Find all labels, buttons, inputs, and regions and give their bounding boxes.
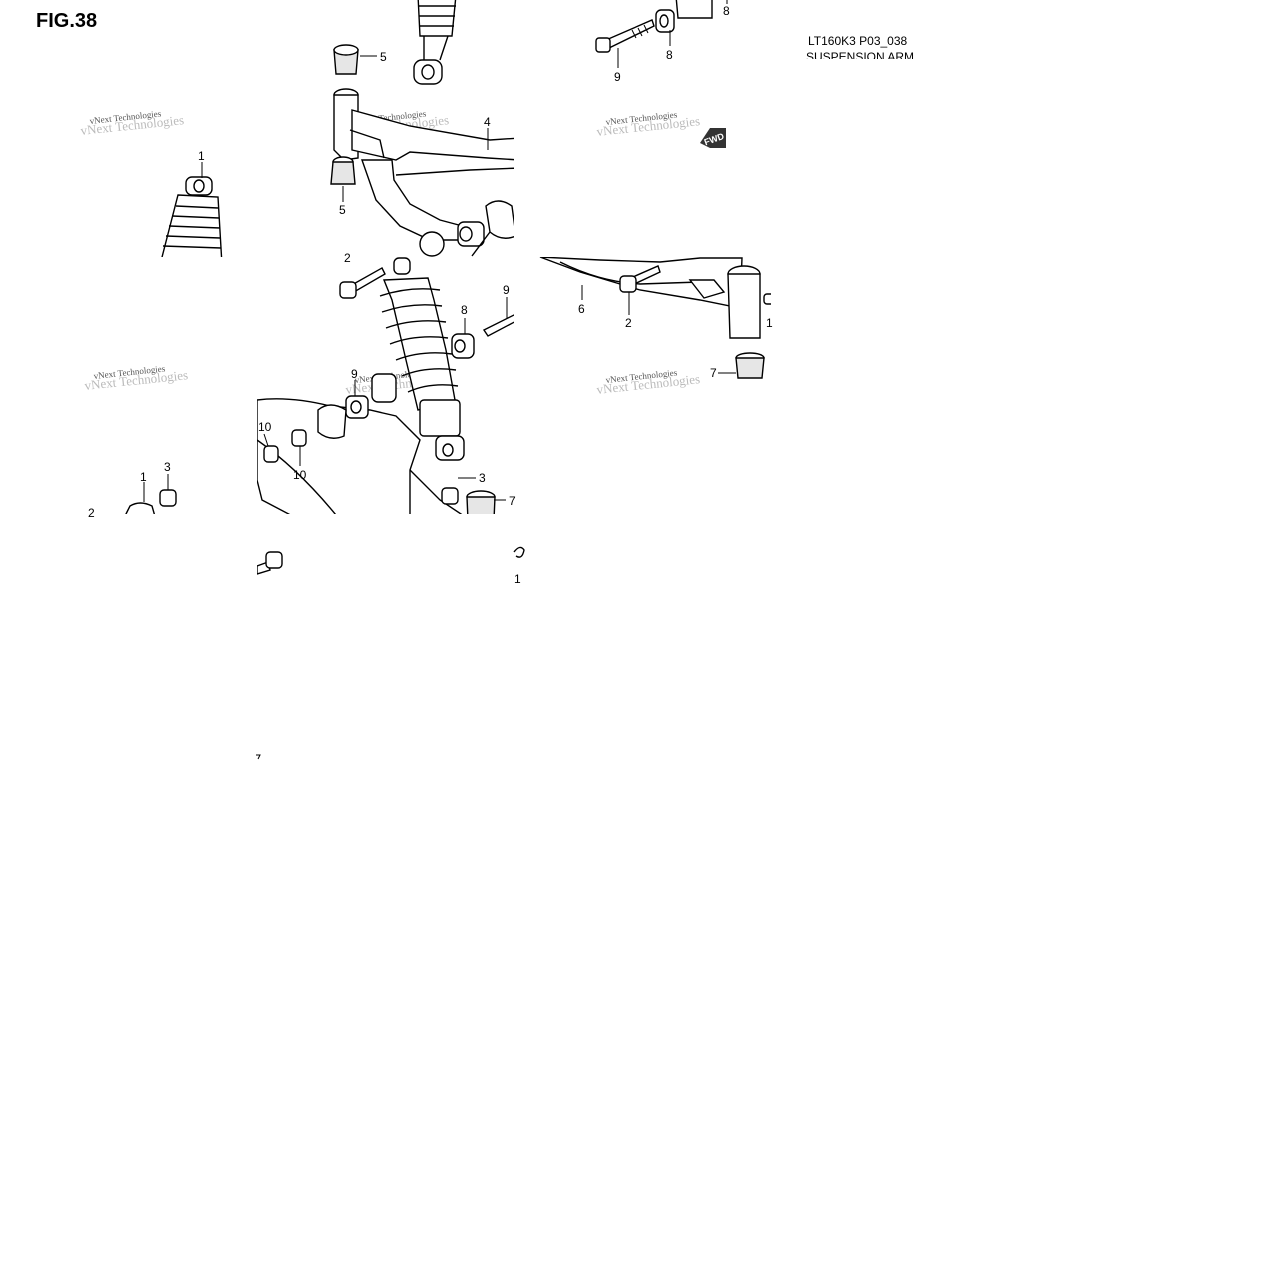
svg-text:vNext Technologies: vNext Technologies: [351, 624, 424, 642]
bushing-9-center: [345, 395, 369, 419]
svg-text:vNext Technologies: vNext Technologies: [342, 630, 447, 656]
callout-7-right: 7: [710, 366, 717, 380]
callout-10-left: 10: [258, 420, 272, 434]
callout-numbers: 8 5 8 9 4 1 5 2 9 6 2 1 8 7 9 10 10 3 1 …: [88, 4, 773, 586]
callout-1-bottom: 1: [140, 470, 147, 484]
bushing-7-center: [466, 490, 496, 514]
figure-title: FIG.38: [36, 10, 98, 32]
callout-5-mid: 5: [339, 203, 346, 217]
callout-3-center: 3: [479, 471, 486, 485]
callout-6: 6: [578, 302, 585, 316]
bushing-8-top: [675, 0, 713, 19]
bushing-8-center: [451, 333, 475, 359]
shock-absorber-top: [413, 0, 457, 85]
watermark-6: vNext Technologies vNext Technologies: [596, 367, 701, 397]
svg-text:vNext Technologies: vNext Technologies: [95, 621, 168, 639]
svg-text:vNext Technologies: vNext Technologies: [600, 630, 705, 656]
lower-arm: [257, 398, 463, 514]
upper-suspension-arm: [333, 88, 514, 257]
bolt-lower-left: [257, 551, 283, 575]
watermark-1: vNext Technologies vNext Technologies: [80, 108, 185, 138]
arm-bushings: [457, 200, 514, 257]
bushing-upper: [333, 44, 359, 75]
upper-arm-group: [330, 0, 514, 257]
leader-lines: [143, 0, 736, 502]
callout-2-right: 2: [625, 316, 632, 330]
shock-spring: [379, 277, 465, 461]
watermark-clipped-row: vNext Technologies vNext Technologies vN…: [85, 619, 705, 656]
callout-8-center: 8: [461, 303, 468, 317]
bushing-7-right: [735, 352, 765, 379]
callout-2-center: 2: [344, 251, 351, 265]
diagram-code: LT160K3 P03_038: [808, 34, 908, 48]
nuts-10: [263, 429, 307, 463]
callout-1-left: 1: [198, 149, 205, 163]
nut-8-top: [655, 9, 675, 33]
diagram-subtitle-clip: SUSPENSION ARM: [806, 50, 926, 59]
diagram-subtitle: SUSPENSION ARM: [806, 50, 915, 59]
callout-7-center: 7: [509, 494, 516, 508]
nut-3-center: [441, 487, 459, 505]
watermark-3: vNext Technologies vNext Technologies: [596, 109, 701, 139]
bushing-mid: [330, 156, 356, 185]
lower-arm-right: [539, 257, 771, 379]
svg-text:vNext Technologies: vNext Technologies: [86, 627, 191, 653]
callout-1-lower: 1: [514, 572, 521, 586]
shock-absorber-center: [257, 257, 514, 514]
clip-lower-center: [513, 546, 525, 558]
watermark-4: vNext Technologies vNext Technologies: [84, 363, 189, 393]
callout-2-bottom: 2: [88, 506, 95, 520]
callout-9-top: 9: [614, 70, 621, 84]
callout-10-right: 10: [293, 468, 307, 482]
bolt-2-center: [339, 267, 386, 299]
bolt-9-top: [595, 19, 655, 53]
bolt-9-center: [482, 314, 514, 337]
callout-8-top: 8: [723, 4, 730, 18]
bushing-collar-center: [317, 404, 347, 439]
pivot-tube: [727, 265, 761, 339]
top-right-parts: FWD: [595, 0, 726, 148]
shock-absorber-left: [161, 176, 223, 257]
callout-8-bolt: 8: [666, 48, 673, 62]
callout-3-bottom: 3: [164, 460, 171, 474]
fwd-arrow-icon: FWD: [700, 128, 726, 148]
bottom-left-parts: [125, 489, 177, 514]
callout-5-top: 5: [380, 50, 387, 64]
callout-9-center: 9: [351, 367, 358, 381]
callout-1-right: 1: [766, 316, 773, 330]
bolt-2-right: [619, 265, 661, 293]
svg-text:vNext Technologies: vNext Technologies: [609, 624, 682, 642]
callout-9-right: 9: [503, 283, 510, 297]
callout-4: 4: [484, 115, 491, 129]
stray-mark: [256, 754, 261, 760]
